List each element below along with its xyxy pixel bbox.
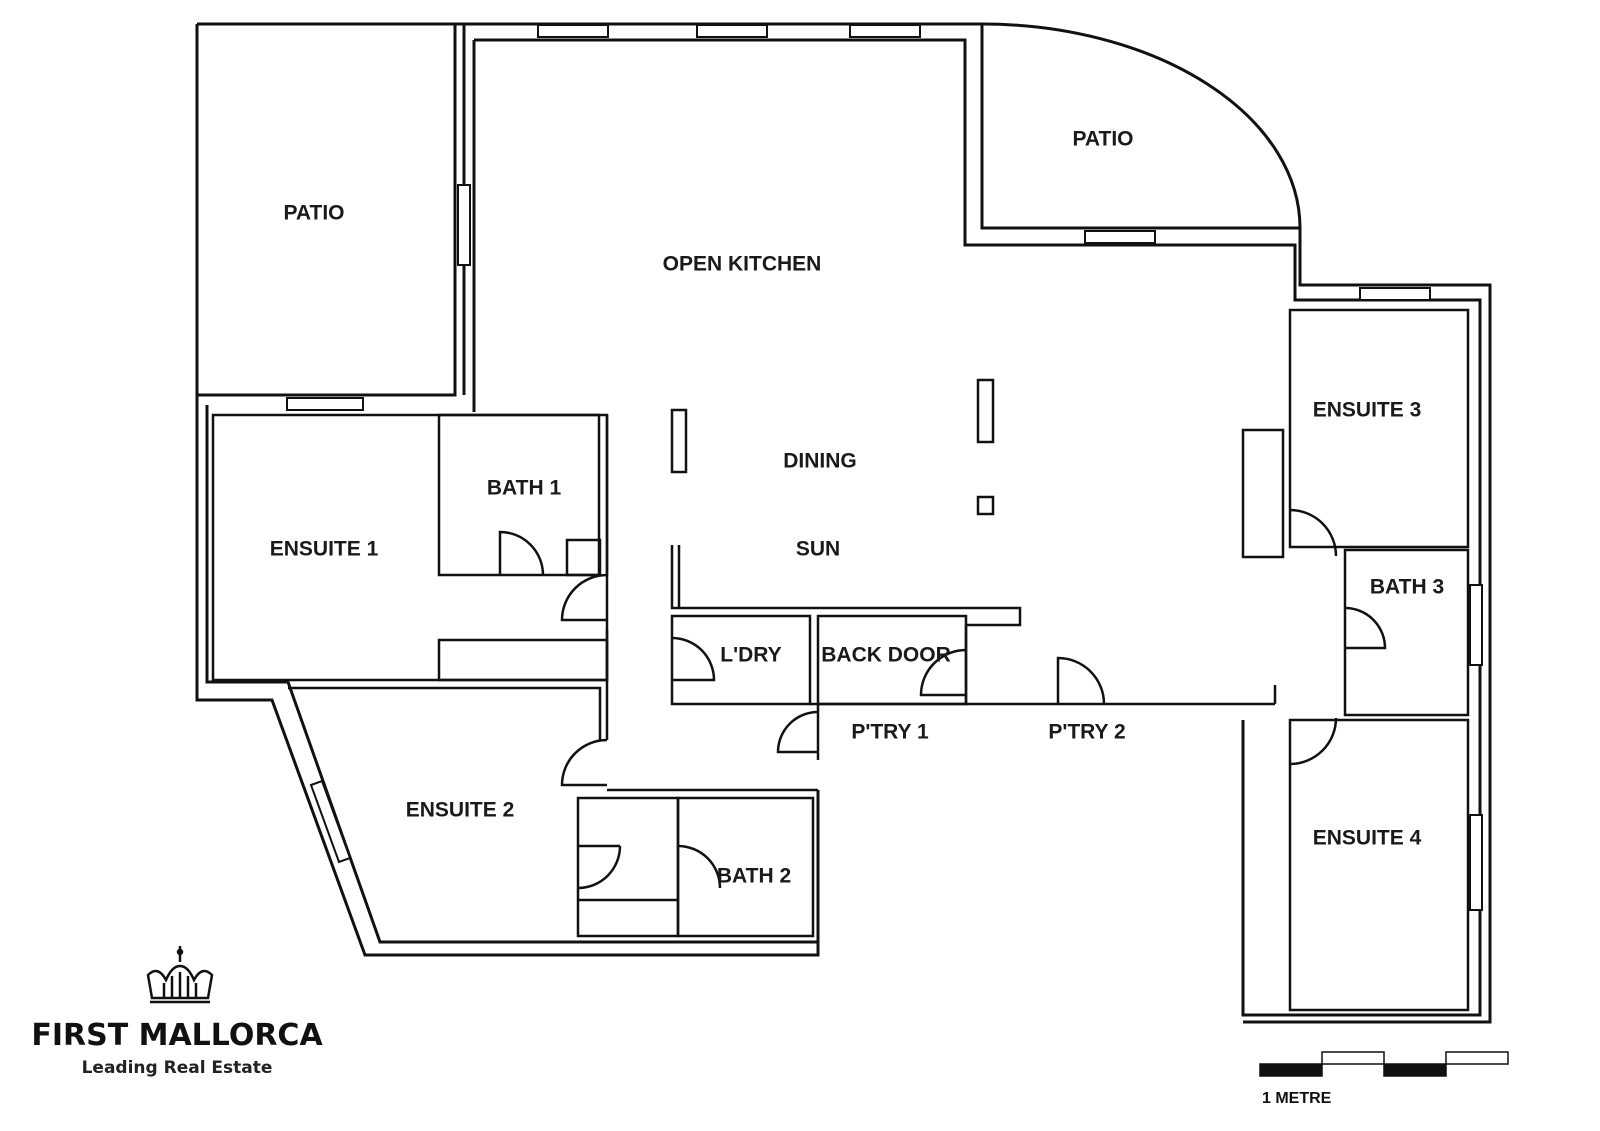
interior-walls <box>211 308 1470 1012</box>
window-ensuite-1 <box>286 397 364 411</box>
window-ensuite-4 <box>1469 814 1483 911</box>
brand-tagline: Leading Real Estate <box>82 1058 273 1078</box>
room-ensuite-3: ENSUITE 3 <box>1313 399 1422 422</box>
room-ensuite-4: ENSUITE 4 <box>1313 827 1422 850</box>
scale-label: 1 METRE <box>1262 1090 1332 1107</box>
room-pantry-1: P'TRY 1 <box>851 721 929 744</box>
brand-name: FIRST MALLORCA <box>31 1018 323 1053</box>
crown-icon <box>146 946 214 1004</box>
scale-bar: 1 METRE <box>1259 1051 1509 1107</box>
window-top-1 <box>537 24 609 38</box>
room-ensuite-2: ENSUITE 2 <box>406 799 515 822</box>
windows <box>286 24 1483 911</box>
room-patio-left: PATIO <box>283 202 344 225</box>
room-back-door: BACK DOOR <box>821 644 951 667</box>
window-ensuite-2 <box>309 779 352 864</box>
window-top-2 <box>696 24 768 38</box>
window-patio-left <box>457 184 471 266</box>
brand-logo: FIRST MALLORCA Leading Real Estate <box>31 946 323 1078</box>
room-bath-3: BATH 3 <box>1370 576 1444 599</box>
room-labels: PATIO PATIO OPEN KITCHEN DINING SUN ENSU… <box>270 128 1444 888</box>
room-sun: SUN <box>796 538 840 561</box>
window-ensuite-3 <box>1359 287 1431 301</box>
room-dining: DINING <box>783 450 857 473</box>
room-bath-2: BATH 2 <box>717 865 791 888</box>
room-bath-1: BATH 1 <box>487 477 562 500</box>
exterior-walls <box>195 22 1492 1024</box>
room-ensuite-1: ENSUITE 1 <box>270 538 379 561</box>
window-bath-3 <box>1469 584 1483 666</box>
window-top-3 <box>849 24 921 38</box>
window-patio-right <box>1084 230 1156 244</box>
room-open-kitchen: OPEN KITCHEN <box>663 253 822 276</box>
room-patio-right: PATIO <box>1072 128 1133 151</box>
doors <box>498 508 1387 890</box>
room-laundry: L'DRY <box>720 644 781 667</box>
room-pantry-2: P'TRY 2 <box>1048 721 1125 744</box>
